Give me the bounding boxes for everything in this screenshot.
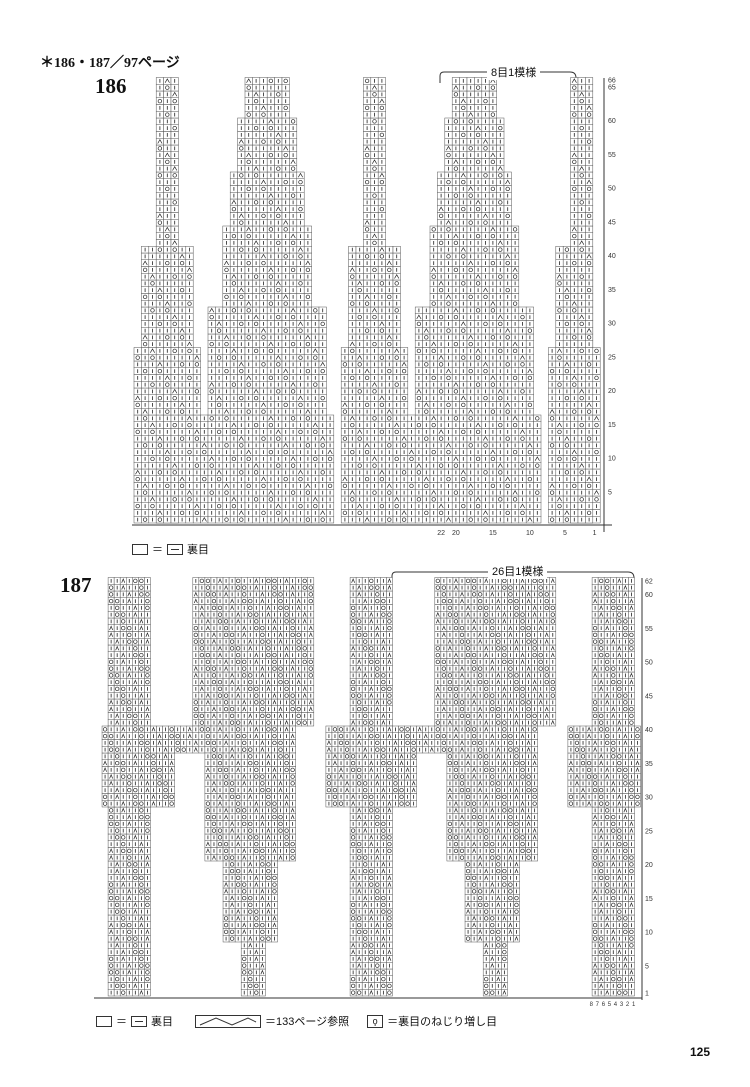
chart-186-number: 186 — [95, 74, 127, 98]
purl-symbol-2 — [131, 1015, 147, 1027]
row-label: 50 — [645, 660, 653, 667]
legend-equals-2: ＝ — [116, 1016, 127, 1028]
row-label: 25 — [645, 828, 653, 835]
col-label: 8 — [590, 1002, 594, 1008]
col-label: 20 — [452, 530, 460, 537]
knit-symbol-2 — [96, 1015, 112, 1027]
chart-186-repeat-label: 8目1模様 — [487, 64, 541, 80]
row-label: 30 — [645, 795, 653, 802]
col-label: 7 — [596, 1002, 600, 1008]
row-label: 10 — [608, 456, 616, 463]
row-label: 15 — [645, 896, 653, 903]
knit-symbol — [132, 543, 148, 555]
row-label: 60 — [645, 592, 653, 599]
col-label: 3 — [620, 1002, 624, 1008]
chart-187-number: 187 — [60, 573, 92, 597]
row-label: 5 — [645, 963, 649, 970]
chart-187-repeat-label: 26目1模様 — [488, 563, 548, 579]
legend-equals: ＝ — [152, 544, 163, 556]
row-label: 40 — [645, 727, 653, 734]
legend-purl-label-2: 裏目 — [151, 1016, 173, 1028]
pattern-reference: ＊186・187／97ページ — [40, 56, 180, 71]
col-label: 10 — [526, 530, 534, 537]
chart-187-legend: ＝ 裏目 ＝133ページ参照 ϙ ＝裏目のねじり増し目 — [96, 1013, 497, 1029]
col-label: 1 — [593, 530, 597, 537]
twist-increase-icon: ϙ — [367, 1014, 384, 1028]
row-label: 20 — [645, 862, 653, 869]
col-label: 5 — [608, 1002, 612, 1008]
row-label: 45 — [608, 219, 616, 226]
col-label: 5 — [563, 530, 567, 537]
row-label: 55 — [645, 626, 653, 633]
col-label: 15 — [489, 530, 497, 537]
row-label: 1 — [645, 990, 649, 997]
row-label: 60 — [608, 118, 616, 125]
row-label: 25 — [608, 354, 616, 361]
row-label: 45 — [645, 693, 653, 700]
col-label: 1 — [632, 1002, 636, 1008]
col-label: 2 — [626, 1002, 630, 1008]
col-label: 22 — [437, 530, 445, 537]
row-label: 35 — [645, 761, 653, 768]
legend-cable-ref: ＝133ページ参照 — [265, 1016, 350, 1028]
row-label: 15 — [608, 422, 616, 429]
legend-purl-label: 裏目 — [187, 544, 209, 556]
row-label: 5 — [608, 489, 612, 496]
row-label: 55 — [608, 152, 616, 159]
legend-twist-label: ＝裏目のねじり増し目 — [387, 1016, 498, 1028]
purl-symbol — [167, 543, 183, 555]
row-label: 10 — [645, 930, 653, 937]
row-label: 65 — [608, 84, 616, 91]
chart-186-legend: ＝ 裏目 — [132, 541, 209, 557]
row-label: 30 — [608, 321, 616, 328]
row-label: 40 — [608, 253, 616, 260]
row-label: 66 — [608, 78, 616, 85]
row-label: 62 — [645, 579, 653, 586]
col-label: 4 — [614, 1002, 618, 1008]
cable-symbol-icon — [195, 1014, 261, 1028]
row-label: 50 — [608, 186, 616, 193]
col-label: 6 — [602, 1002, 606, 1008]
row-label: 35 — [608, 287, 616, 294]
row-label: 20 — [608, 388, 616, 395]
page-number: 125 — [689, 1045, 710, 1059]
